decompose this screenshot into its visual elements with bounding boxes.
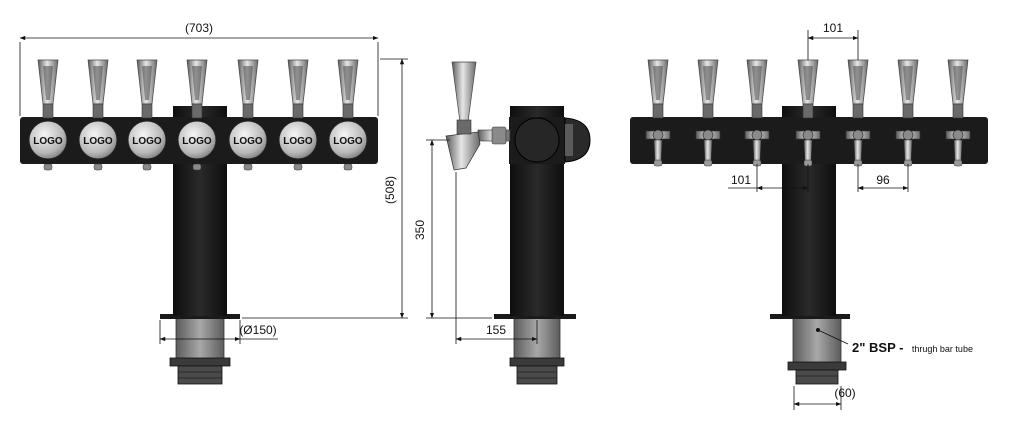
front-tap-handle (136, 59, 158, 119)
front-tap-handle (186, 59, 208, 119)
side-bar-end-disc (514, 117, 560, 163)
logo-text: LOGO (132, 136, 162, 147)
rear-base-plate (770, 314, 850, 319)
logo-medallion: LOGO (278, 120, 318, 171)
rear-faucet-lever (795, 129, 821, 167)
rear-faucet-levers (645, 129, 971, 167)
front-tap-handle (87, 59, 109, 119)
rear-tap-handle (897, 59, 919, 119)
dim-height-350: 350 (413, 220, 427, 240)
dimension-labels: (703) (508) (Ø150) 350 155 101 101 96 (6… (185, 21, 973, 400)
front-tap-handle (37, 59, 59, 119)
logo-medallion: LOGO (127, 120, 167, 171)
front-base-plate (160, 314, 240, 319)
logo-text: LOGO (333, 136, 363, 147)
logo-medallion: LOGO (28, 120, 68, 171)
side-mount-nut-lower (516, 365, 558, 385)
dimension-lines (19, 30, 909, 410)
front-logo-medallions: LOGO LOGO LOGO LOGO LOGO LOGO LOGO (28, 120, 368, 171)
rear-faucet-lever (645, 129, 671, 167)
dim-spacing-top: 101 (823, 21, 843, 35)
dim-base-diameter: (Ø150) (239, 323, 276, 337)
logo-text: LOGO (33, 136, 63, 147)
rear-faucet-lever (744, 129, 770, 167)
dim-overall-height: (508) (383, 176, 397, 204)
side-tap-handle (451, 61, 477, 123)
front-tap-handle (287, 59, 309, 119)
rear-faucet-lever (695, 129, 721, 167)
rear-faucet-lever (945, 129, 971, 167)
front-tap-handle (237, 59, 259, 119)
rear-faucet-lever (895, 129, 921, 167)
logo-medallion: LOGO (177, 120, 217, 171)
rear-through-tube (792, 317, 842, 367)
dim-spacing-left: 101 (731, 173, 751, 187)
logo-text: LOGO (83, 136, 113, 147)
rear-tap-handle (847, 59, 869, 119)
side-faucet-spout (445, 131, 481, 171)
rear-tap-handle (647, 59, 669, 119)
dim-spacing-right: 96 (876, 173, 890, 187)
logo-text: LOGO (233, 136, 263, 147)
rear-view (630, 59, 988, 385)
front-tap-handles (37, 59, 359, 119)
logo-medallion: LOGO (328, 120, 368, 171)
front-tap-handle (337, 59, 359, 119)
rear-tap-handle (947, 59, 969, 119)
rear-tap-handles (647, 59, 969, 119)
dim-overall-width: (703) (185, 21, 213, 35)
side-mount-nut (509, 357, 565, 367)
dim-reach-155: 155 (486, 323, 506, 337)
front-view: LOGO LOGO LOGO LOGO LOGO LOGO LOGO (20, 59, 378, 385)
logo-text: LOGO (182, 136, 212, 147)
rear-tap-handle (697, 59, 719, 119)
logo-medallion: LOGO (78, 120, 118, 171)
logo-text: LOGO (283, 136, 313, 147)
front-mount-nut (169, 357, 231, 367)
side-view (445, 61, 591, 385)
tube-callout: 2" BSP - thrugh bar tube (852, 339, 973, 356)
front-mount-nut-lower (177, 365, 223, 385)
rear-tap-handle (797, 59, 819, 119)
dim-tube-width: (60) (834, 386, 855, 400)
rear-tap-handle (746, 59, 768, 119)
tube-callout-small: thrugh bar tube (912, 344, 973, 354)
logo-medallion: LOGO (228, 120, 268, 171)
side-base-plate (494, 314, 576, 319)
tube-callout-bold: 2" BSP - (852, 340, 903, 355)
